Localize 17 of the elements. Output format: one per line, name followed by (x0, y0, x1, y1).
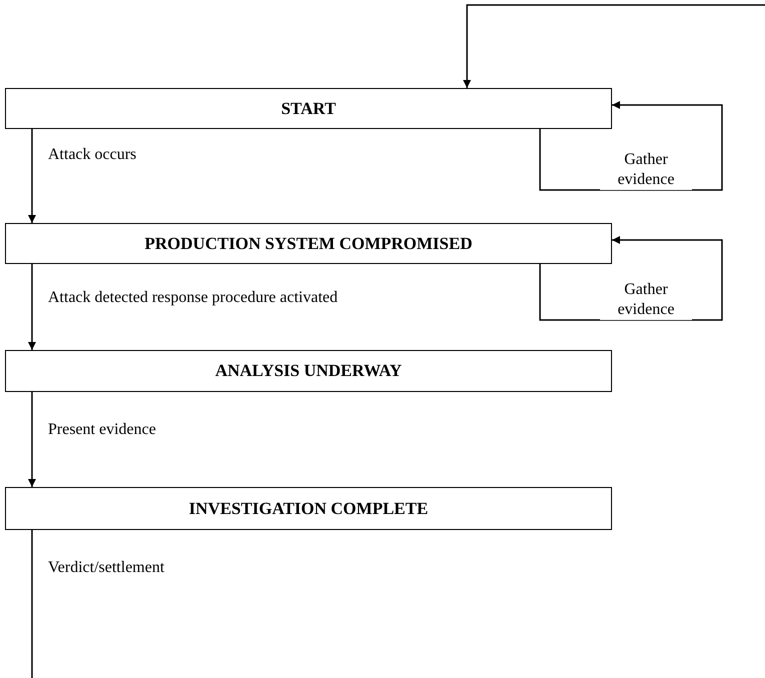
state-title: ANALYSIS UNDERWAY (215, 361, 402, 381)
state-box (5, 88, 612, 129)
state-box (5, 223, 612, 264)
arrow (28, 392, 36, 487)
arrow (28, 129, 36, 223)
state-title: PRODUCTION SYSTEM COMPROMISED (144, 234, 472, 254)
edge-label: Gather evidence (600, 280, 692, 320)
edge-label: Attack detected response procedure activated (48, 288, 338, 308)
state-title: INVESTIGATION COMPLETE (188, 498, 428, 518)
state-title: START (281, 98, 336, 118)
arrow (539, 236, 723, 321)
state-box (5, 350, 612, 392)
edge-label: Gather evidence (600, 150, 692, 190)
arrow (463, 4, 765, 88)
arrow (539, 101, 723, 191)
arrow (28, 264, 36, 350)
state-box (5, 487, 612, 530)
